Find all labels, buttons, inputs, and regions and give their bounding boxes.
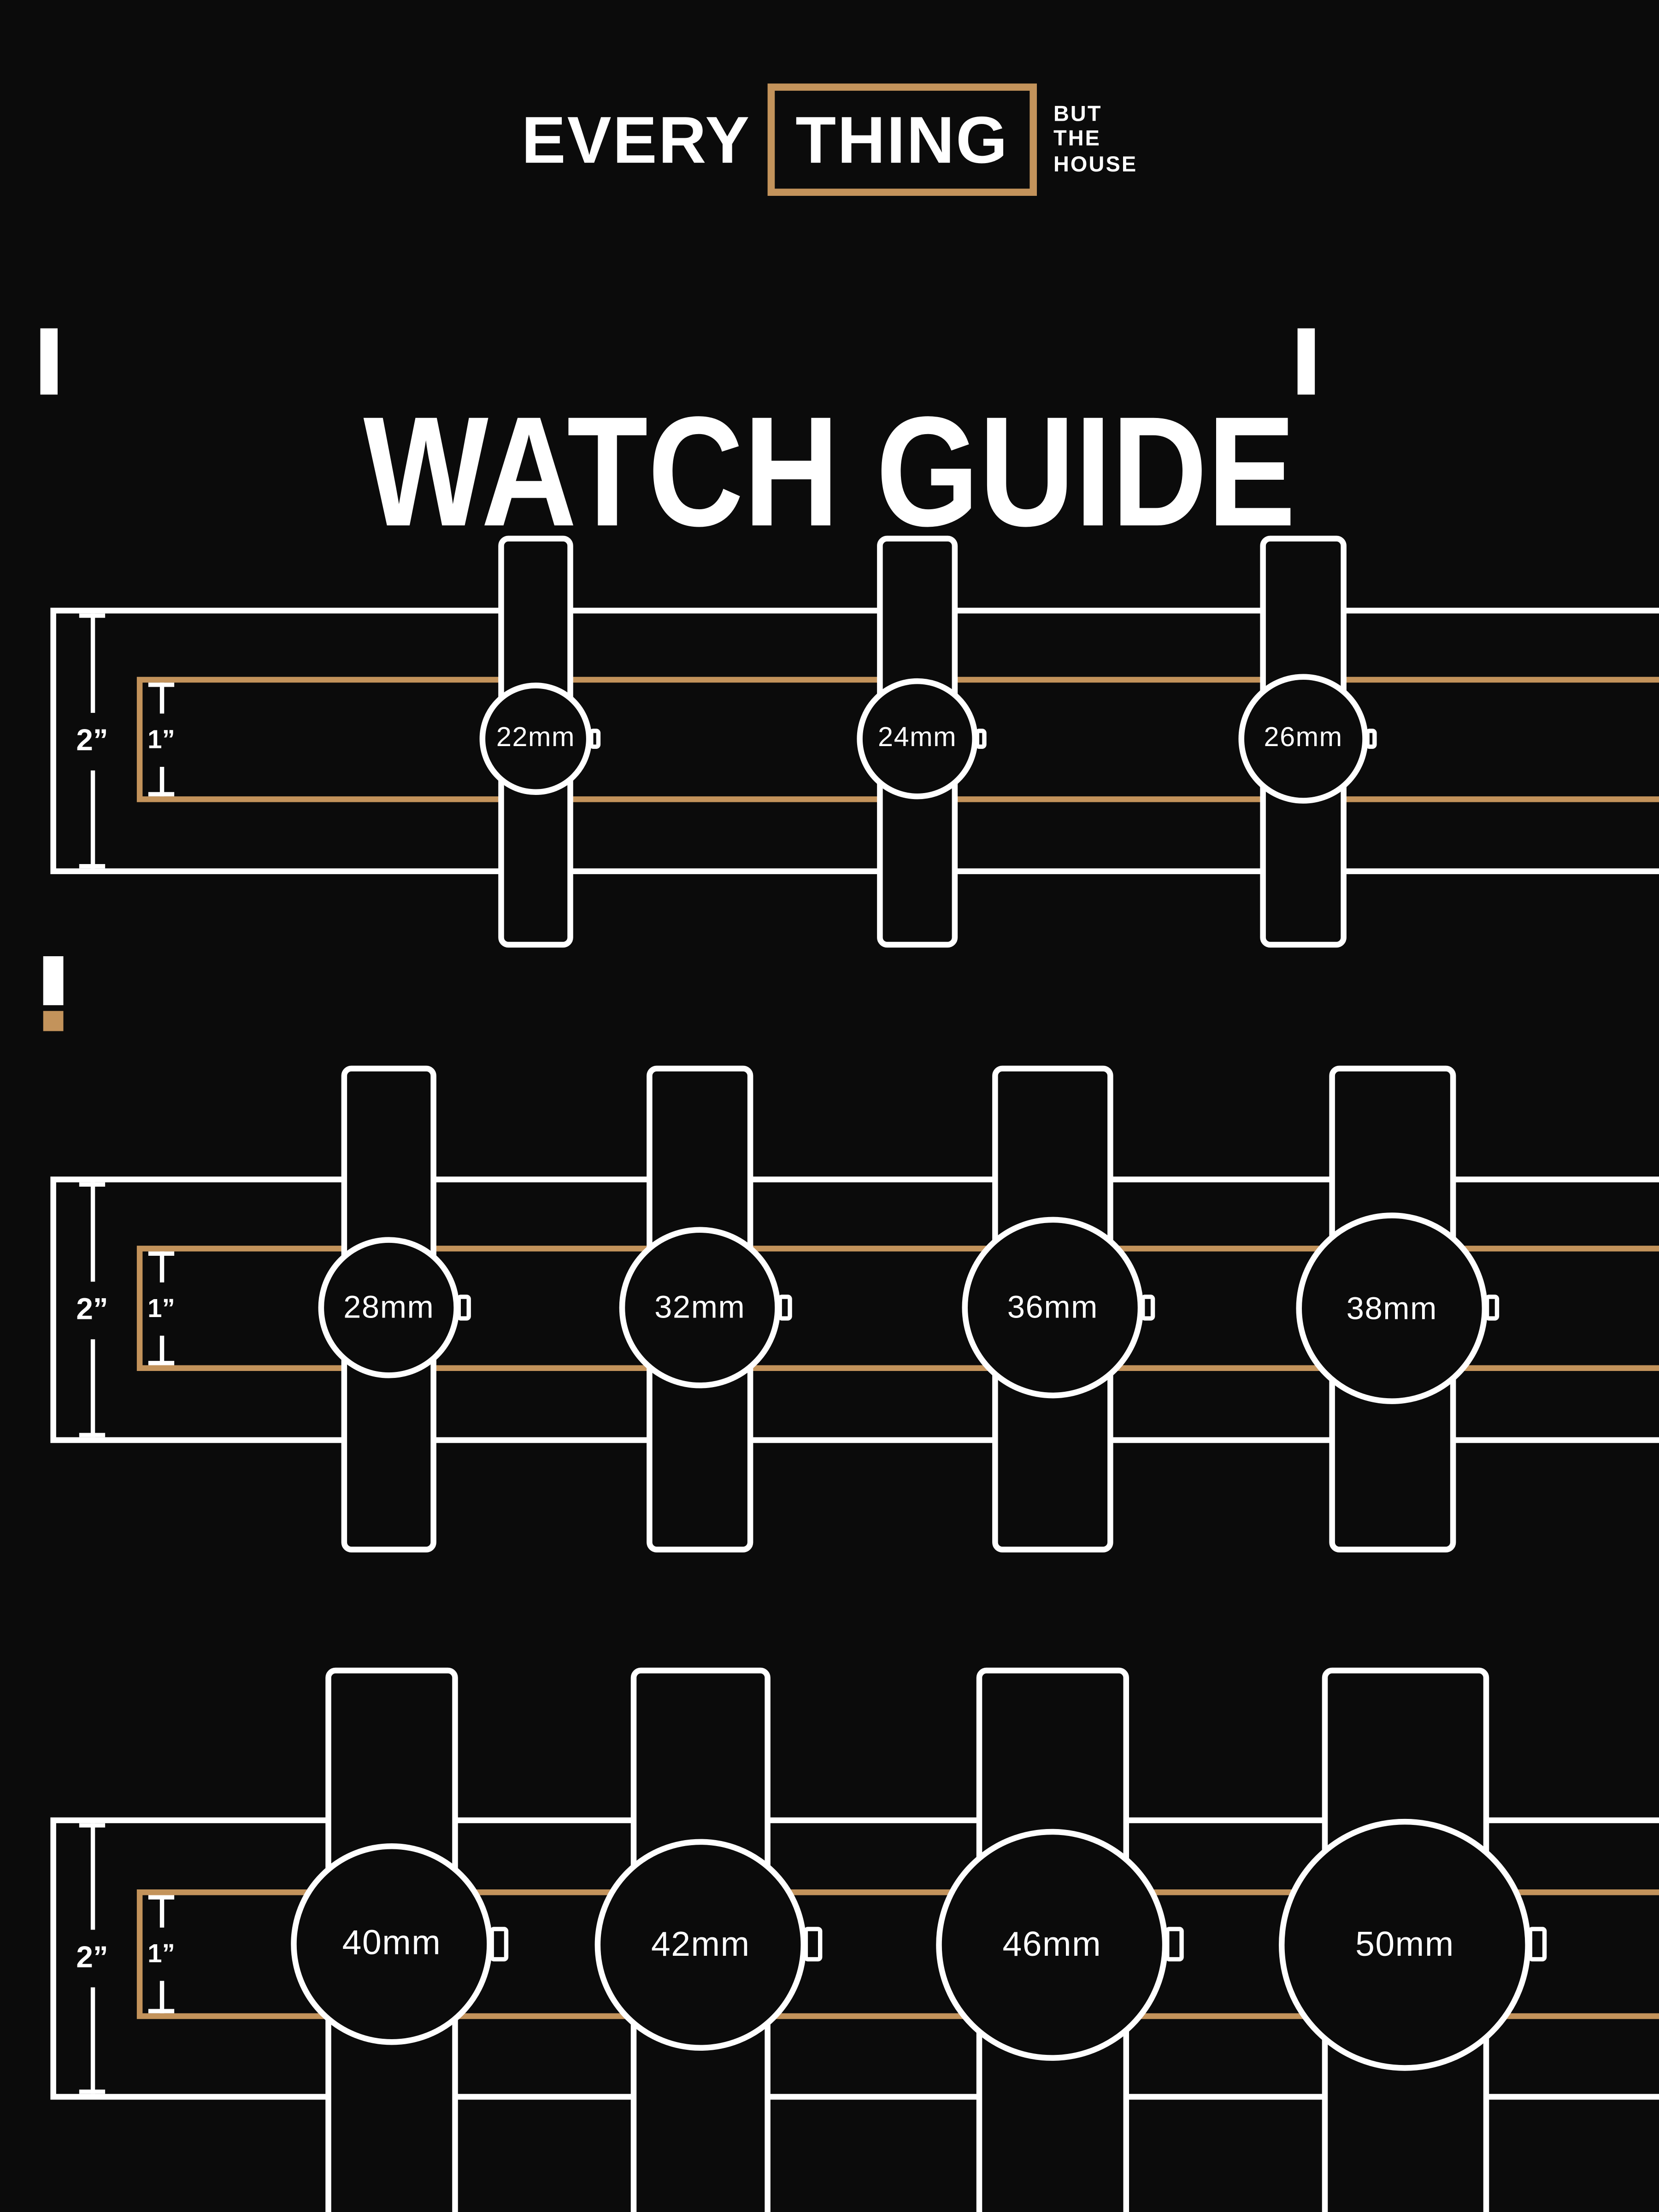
logo-word-every: EVERY <box>521 102 751 177</box>
watch-case: 28mm <box>318 1237 459 1378</box>
logo-tagline: BUT THE HOUSE <box>1053 102 1137 177</box>
dimension-marker-1in: 1” <box>143 1895 180 2013</box>
watch-size-label: 40mm <box>342 1924 441 1963</box>
dimension-label-2in: 2” <box>71 1930 113 1988</box>
ruler-band-1in <box>136 1889 1659 2019</box>
watch-size-label: 46mm <box>1002 1924 1102 1964</box>
watch-case: 38mm <box>1296 1212 1488 1404</box>
logo-word-thing-box: THING <box>768 83 1036 196</box>
bleed-mark <box>43 956 64 1006</box>
logo-tagline-the: THE <box>1053 127 1101 152</box>
watch-case: 32mm <box>619 1227 781 1388</box>
watch-size-label: 36mm <box>1007 1288 1099 1325</box>
watch-case: 50mm <box>1279 1818 1531 2071</box>
watch-case: 40mm <box>291 1843 493 2045</box>
watch-size-label: 50mm <box>1355 1924 1454 1964</box>
dimension-marker-2in: 2” <box>71 1182 113 1437</box>
dimension-label-2in: 2” <box>71 712 113 770</box>
dimension-marker-2in: 2” <box>71 613 113 869</box>
ruler-band-2in <box>50 1177 1659 1443</box>
logo-tagline-house: HOUSE <box>1053 152 1138 177</box>
watch-case: 22mm <box>479 682 592 795</box>
watch-size-label: 32mm <box>654 1288 746 1325</box>
watch-case: 24mm <box>857 678 978 800</box>
dimension-marker-1in: 1” <box>143 1251 180 1365</box>
page-title: WATCH GUIDE <box>363 385 1296 559</box>
dimension-cap <box>79 2089 106 2094</box>
dimension-label-1in: 1” <box>143 1282 180 1335</box>
ruler-band-2in <box>50 607 1659 874</box>
dimension-label-1in: 1” <box>143 712 180 766</box>
dimension-cap <box>148 1361 175 1365</box>
dimension-marker-2in: 2” <box>71 1823 113 2094</box>
watch-case: 36mm <box>962 1217 1144 1399</box>
watch-size-label: 42mm <box>651 1924 750 1964</box>
bleed-mark <box>1297 328 1315 395</box>
dimension-cap <box>148 2009 175 2013</box>
dimension-label-2in: 2” <box>71 1281 113 1339</box>
ruler-band-1in <box>136 1246 1659 1371</box>
bleed-mark <box>40 328 58 395</box>
watch-case: 42mm <box>594 1839 806 2051</box>
dimension-cap <box>79 864 106 869</box>
dimension-marker-1in: 1” <box>143 682 180 797</box>
watch-size-label: 26mm <box>1264 723 1343 753</box>
watch-size-label: 38mm <box>1346 1289 1437 1326</box>
watch-case: 26mm <box>1238 674 1368 804</box>
brand-logo: EVERY THING BUT THE HOUSE <box>0 83 1659 196</box>
watch-case: 46mm <box>936 1829 1168 2061</box>
watch-size-label: 28mm <box>343 1288 435 1325</box>
logo-tagline-but: BUT <box>1053 102 1102 127</box>
watch-size-label: 22mm <box>496 723 576 753</box>
bleed-mark <box>43 1011 64 1031</box>
dimension-cap <box>148 792 175 797</box>
dimension-label-1in: 1” <box>143 1927 180 1981</box>
dimension-cap <box>79 1433 106 1437</box>
watch-size-label: 24mm <box>877 723 957 753</box>
